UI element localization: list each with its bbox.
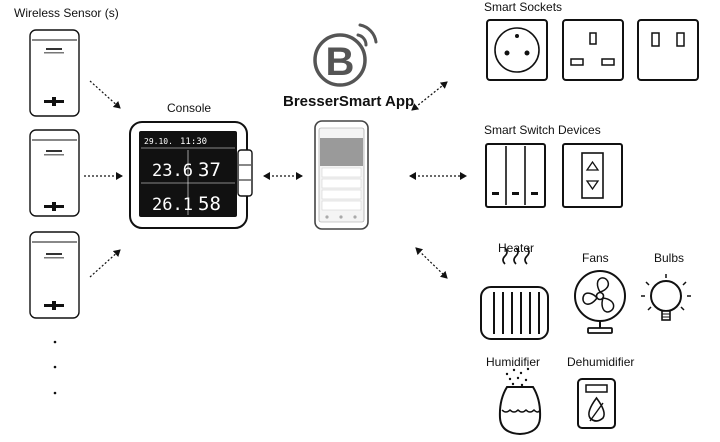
arrow-sensor1-console xyxy=(89,80,121,109)
logo-letter: B xyxy=(326,40,355,84)
console-date: 29.10. xyxy=(144,137,173,146)
console-device xyxy=(129,121,253,229)
humidifier-label: Humidifier xyxy=(486,355,541,369)
heater-icon xyxy=(480,247,549,340)
console-indoor-hum: 37 xyxy=(198,159,221,181)
smart-switch-devices-label: Smart Switch Devices xyxy=(484,123,601,137)
console-time: 11:30 xyxy=(180,137,207,147)
console-indoor-temp: 23.6 xyxy=(152,161,193,181)
more-sensors-ellipsis xyxy=(53,340,57,395)
smart-sockets-label: Smart Sockets xyxy=(484,0,563,14)
arrow-app-sockets xyxy=(411,81,448,111)
smartphone xyxy=(314,120,369,230)
wireless-sensor-3 xyxy=(29,231,80,319)
wireless-sensors-label: Wireless Sensor (s) xyxy=(14,6,119,20)
wireless-sensor-2 xyxy=(29,129,80,217)
humidifier-icon xyxy=(498,367,542,436)
bressersmart-logo xyxy=(313,23,378,87)
console-outdoor-hum: 58 xyxy=(198,193,221,215)
dehumidifier-label: Dehumidifier xyxy=(567,355,635,369)
socket-us xyxy=(637,19,699,81)
app-label: BresserSmart App xyxy=(283,93,415,110)
arrow-sensor3-console xyxy=(89,249,121,278)
fans-label: Fans xyxy=(582,251,609,265)
fan-icon xyxy=(574,270,626,334)
wireless-sensor-1 xyxy=(29,29,80,117)
bulb-icon xyxy=(641,274,691,321)
socket-uk xyxy=(562,19,624,81)
switch-triple-rocker xyxy=(485,143,546,208)
console-outdoor-temp: 26.1 xyxy=(152,195,193,215)
arrow-app-appliances xyxy=(415,247,448,279)
console-label: Console xyxy=(167,101,212,115)
dehumidifier-icon xyxy=(577,378,616,429)
bulbs-label: Bulbs xyxy=(654,251,685,265)
socket-schuko xyxy=(486,19,548,81)
switch-up-down xyxy=(562,143,623,208)
